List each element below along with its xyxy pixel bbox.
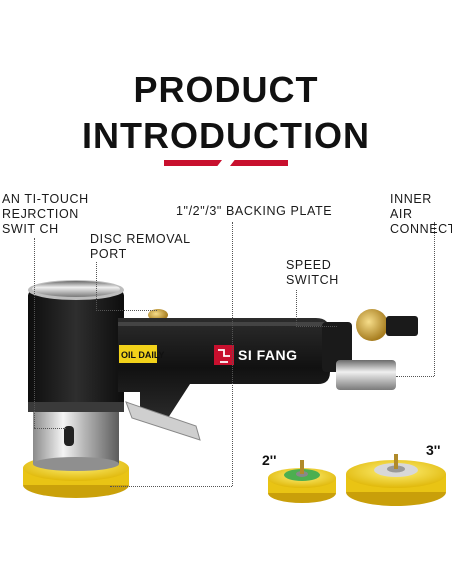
leader-inner-air-h (396, 376, 434, 377)
pad-size-2-inch: 2'' (262, 452, 277, 468)
handle-body (118, 318, 330, 418)
label-inner-air-connect: INNER AIR CONNECT (390, 192, 452, 236)
backing-pad-3-inch (346, 454, 446, 506)
speed-regulator-knob (356, 309, 388, 341)
title-line-1: PRODUCT (133, 69, 319, 110)
brand-name: SI FANG (238, 347, 298, 363)
backing-pad-2-inch (268, 460, 336, 503)
oil-sticker-text: OIL DAILY (121, 350, 165, 360)
leader-speed-switch (296, 290, 337, 327)
oil-sticker-background (119, 345, 157, 363)
title-line-2: INTRODUCTION (82, 115, 370, 156)
leader-backing-plate-h (110, 486, 232, 487)
label-anti-touch-switch: AN TI-TOUCH REJRCTION SWIT CH (2, 192, 89, 236)
label-backing-plate: 1"/2"/3" BACKING PLATE (176, 204, 333, 218)
speed-switch (322, 322, 352, 372)
label-disc-removal-port: DISC REMOVAL PORT (90, 232, 191, 261)
label-speed-switch: SPEED SWITCH (286, 258, 339, 287)
leader-anti-touch-h (34, 428, 66, 429)
chrome-lower-housing (33, 408, 119, 464)
safety-lever (125, 401, 201, 441)
leader-backing-plate (232, 222, 233, 486)
title-accent-left (164, 160, 222, 166)
anti-touch-switch (64, 426, 74, 446)
leader-anti-touch (34, 238, 35, 428)
leader-disc-removal (96, 262, 157, 311)
pad-size-3-inch: 3'' (426, 442, 441, 458)
sander-head (28, 290, 124, 412)
title-accent-right (230, 160, 288, 166)
leader-inner-air (434, 222, 435, 376)
air-inlet-fitting (336, 360, 396, 390)
